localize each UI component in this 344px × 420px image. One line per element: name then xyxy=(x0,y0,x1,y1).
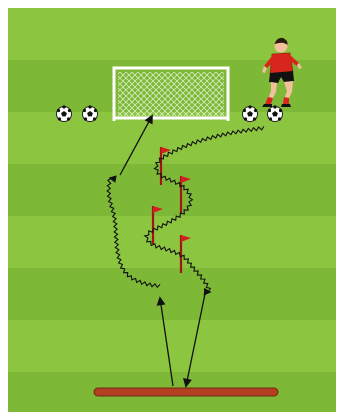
pitch-stripe xyxy=(8,112,336,164)
pitch-stripe xyxy=(8,320,336,372)
pitch-stripe xyxy=(8,164,336,216)
pitch-stripe xyxy=(8,216,336,268)
pitch-stripe xyxy=(8,8,336,60)
starting-line xyxy=(94,388,278,396)
pitch-stripe xyxy=(8,268,336,320)
goal xyxy=(114,68,228,121)
